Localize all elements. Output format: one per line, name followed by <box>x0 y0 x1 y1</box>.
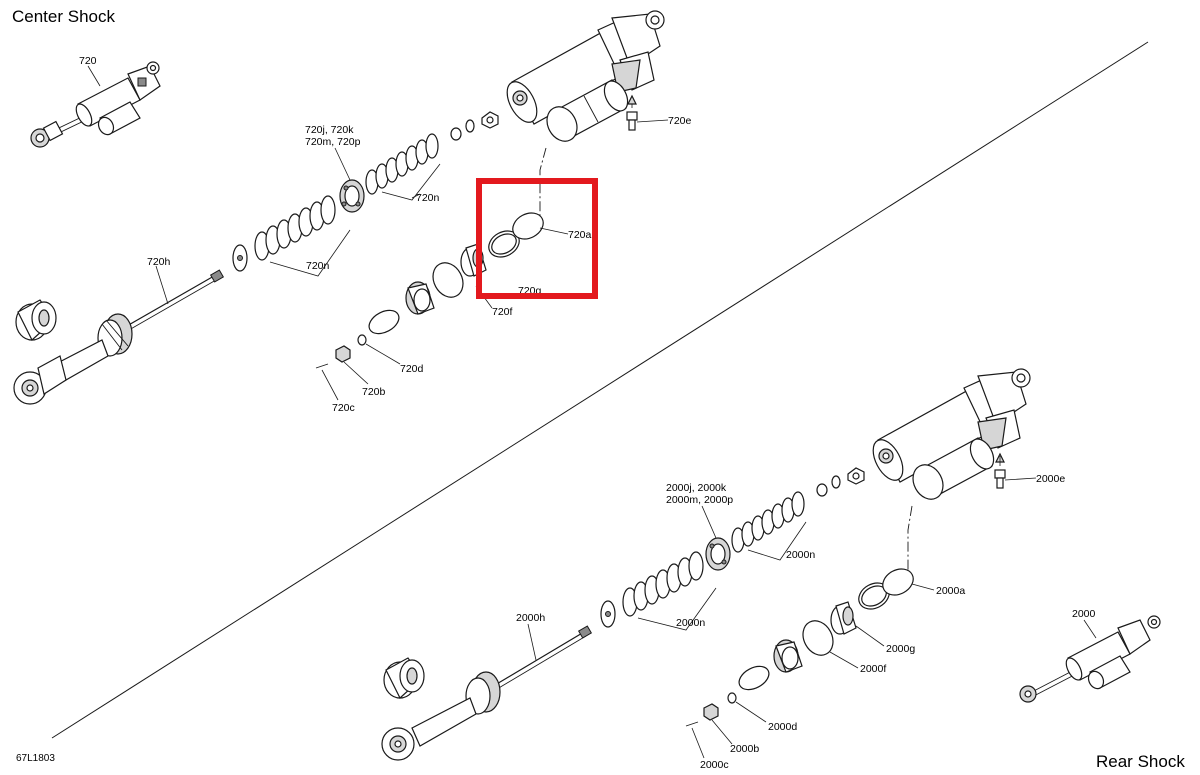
rear-label-2000a: 2000a <box>936 585 965 597</box>
rear-centerline <box>907 505 913 572</box>
center-centerline <box>539 147 547 218</box>
center-label-720e: 720e <box>668 115 692 127</box>
rear-label-2000d: 2000d <box>768 721 797 733</box>
rear-label-2000g: 2000g <box>886 643 915 655</box>
center-label-720mp: 720m, 720p <box>305 136 361 148</box>
rear-small-parts <box>685 692 767 759</box>
rear-assembly-thumbnail <box>1019 615 1161 703</box>
rear-spring-upper <box>731 491 807 561</box>
center-label-720n-lower: 720n <box>306 260 330 272</box>
rear-rod-end <box>381 671 501 761</box>
drawing-code: 67L1803 <box>16 753 55 764</box>
center-nut-washers <box>450 111 499 141</box>
center-label-720d: 720d <box>400 363 424 375</box>
center-label-720jk: 720j, 720k <box>305 124 354 136</box>
rear-bumper <box>383 657 425 699</box>
rear-label-2000e: 2000e <box>1036 473 1065 485</box>
rear-label-2000c: 2000c <box>700 759 729 771</box>
center-cap <box>368 281 435 335</box>
rear-cap <box>738 639 803 691</box>
center-label-720c: 720c <box>332 402 355 414</box>
rear-shaft-2000h <box>489 623 593 693</box>
rear-orings-2000a <box>858 568 935 610</box>
center-crossover-ring <box>334 147 365 213</box>
center-shock-group: 720 720e <box>13 10 692 414</box>
center-spring-lower <box>254 195 351 277</box>
center-label-720n-upper: 720n <box>416 192 440 204</box>
rear-disc-2000f <box>802 620 859 669</box>
center-label-720h: 720h <box>147 256 171 268</box>
rear-crossover-ring <box>701 505 731 571</box>
center-label-720f: 720f <box>492 306 513 318</box>
center-small-parts <box>315 334 401 401</box>
rear-label-2000h: 2000h <box>516 612 545 624</box>
rear-label-2000b: 2000b <box>730 743 759 755</box>
rear-piston-2000g <box>830 601 885 647</box>
rear-spring-lower <box>622 551 717 631</box>
highlight-box <box>476 178 598 299</box>
rear-valve-2000e <box>994 452 1037 489</box>
center-shaft-720h <box>119 265 225 335</box>
rear-nut-washers <box>816 467 865 497</box>
rear-label-2000n-lower: 2000n <box>676 617 705 629</box>
center-label-720b: 720b <box>362 386 386 398</box>
center-bumper <box>15 299 57 341</box>
rear-label-2000n-upper: 2000n <box>786 549 815 561</box>
rear-shock-body <box>872 368 1031 500</box>
center-assembly-thumbnail <box>30 61 161 148</box>
center-rod-end <box>13 313 133 405</box>
rear-label-2000f: 2000f <box>860 663 886 675</box>
section-divider <box>51 41 1149 739</box>
center-valve-720e <box>626 94 669 131</box>
center-orings-720a <box>488 212 569 258</box>
center-label-assembly: 720 <box>79 55 97 67</box>
rear-shock-title: Rear Shock <box>1096 752 1185 771</box>
center-shock-body <box>506 10 665 142</box>
center-shock-title: Center Shock <box>12 7 115 26</box>
center-label-720a: 720a <box>568 229 592 241</box>
rear-shock-group: 2000e 2000n 2000j, 2000k <box>381 368 1161 771</box>
rear-label-2000mp: 2000m, 2000p <box>666 494 733 506</box>
rear-label-assembly: 2000 <box>1072 608 1096 620</box>
center-spring-upper <box>365 133 441 201</box>
rear-label-2000jk: 2000j, 2000k <box>666 482 727 494</box>
